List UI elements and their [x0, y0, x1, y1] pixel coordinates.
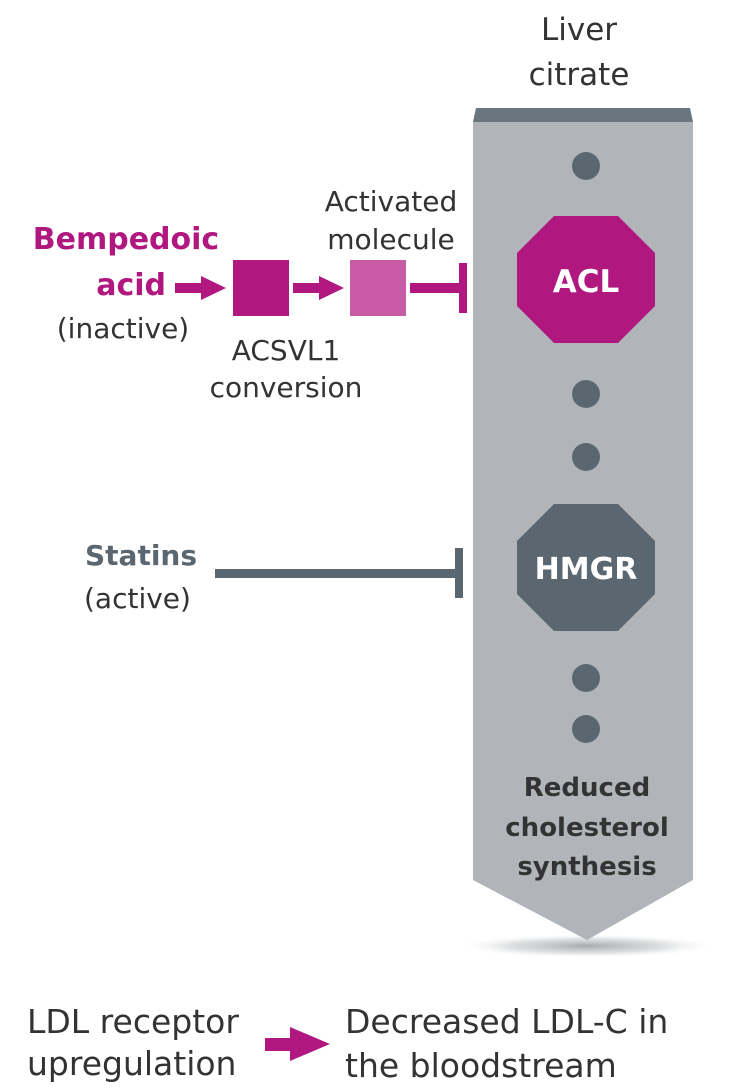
- pathway-step-dot: [572, 715, 600, 743]
- statins-state: (active): [84, 582, 191, 615]
- bempedoic-name-line1: Bempedoic: [33, 222, 219, 257]
- outcome-arrow-icon: [265, 1027, 330, 1061]
- outcome-right-line2: the bloodstream: [345, 1046, 617, 1085]
- outcome-left-line1: LDL receptor: [27, 1002, 239, 1041]
- result-line2: cholesterol: [505, 813, 668, 843]
- pathway-step-dot: [572, 152, 600, 180]
- statins-name: Statins: [85, 539, 197, 572]
- hmgr-enzyme-octagon: [517, 504, 655, 631]
- activated-molecule-square: [350, 260, 406, 316]
- bempedoic-inactive-square: [233, 260, 289, 316]
- outcome-right-line1: Decreased LDL-C in: [345, 1002, 668, 1041]
- result-line3: synthesis: [517, 852, 656, 882]
- pathway-step-dot: [572, 380, 600, 408]
- pathway-step-dot: [572, 664, 600, 692]
- outcome-left-line2: upregulation: [27, 1044, 236, 1083]
- bempedoic-state: (inactive): [57, 312, 189, 345]
- acl-inhibition-icon: [410, 263, 467, 313]
- column-shadow: [457, 934, 717, 958]
- conversion-label-line2: conversion: [210, 371, 363, 404]
- bempedoic-name-line2: acid: [96, 268, 166, 303]
- column-title-line1: Liver: [541, 12, 617, 48]
- result-line1: Reduced: [524, 773, 650, 803]
- pathway-column-cap: [473, 108, 693, 122]
- activated-label-line2: molecule: [327, 223, 455, 256]
- hmgr-enzyme-label: HMGR: [535, 552, 638, 587]
- conversion-label-line1: ACSVL1: [232, 334, 341, 367]
- acl-enzyme-label: ACL: [553, 264, 620, 300]
- column-title-line2: citrate: [529, 57, 630, 93]
- pathway-step-dot: [572, 443, 600, 471]
- activated-label-line1: Activated: [325, 185, 458, 218]
- activation-arrow-icon: [293, 276, 344, 300]
- conversion-arrow-icon: [175, 276, 226, 300]
- acl-enzyme-octagon: [517, 216, 655, 343]
- hmgr-inhibition-icon: [215, 548, 463, 598]
